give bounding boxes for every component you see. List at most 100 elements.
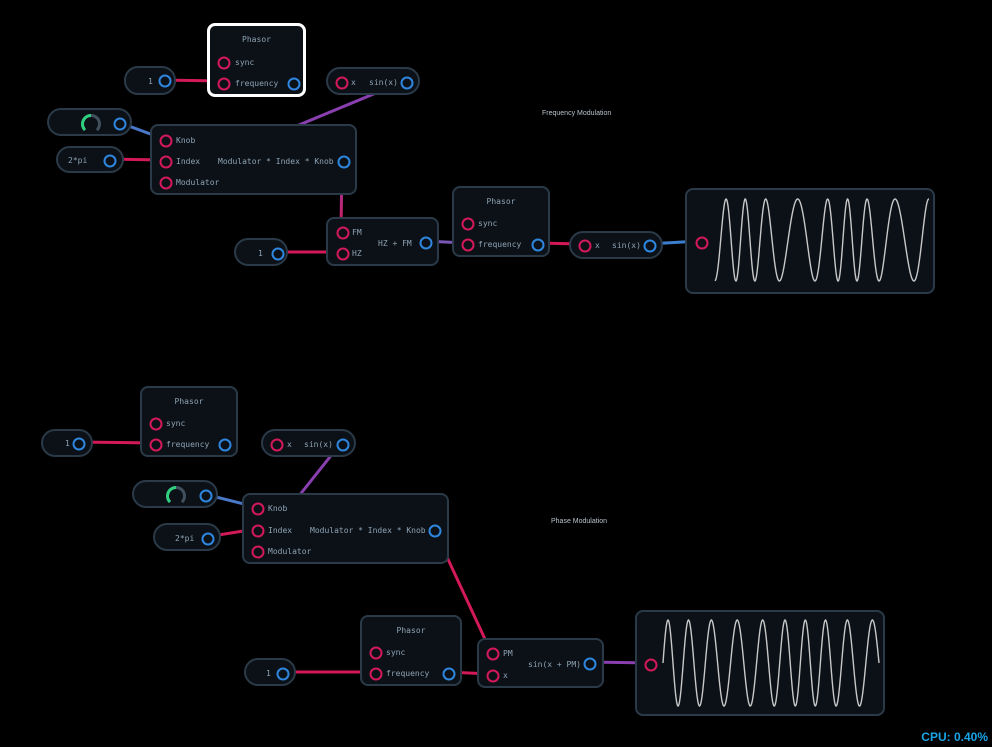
pm-waveform (662, 618, 880, 707)
constant-node[interactable]: 1 (41, 429, 93, 457)
output-port[interactable] (337, 155, 351, 169)
constant-node[interactable]: 1 (244, 658, 296, 686)
oscilloscope-node[interactable] (635, 610, 885, 716)
modulator-input-port[interactable] (251, 545, 265, 559)
output-port[interactable] (271, 247, 285, 261)
port-label: Modulator (268, 547, 312, 556)
output-port[interactable] (103, 154, 117, 168)
sum-node[interactable]: FM HZ HZ + FM (326, 217, 439, 266)
phasor-node[interactable]: Phasor sync frequency (452, 186, 550, 257)
sin-pm-node[interactable]: PM x sin(x + PM) (477, 638, 604, 688)
output-port[interactable] (201, 532, 215, 546)
output-port[interactable] (643, 239, 657, 253)
knob-node[interactable] (132, 480, 218, 508)
port-label: x (287, 440, 292, 449)
signal-input-port[interactable] (644, 658, 658, 672)
x-input-port[interactable] (486, 669, 500, 683)
knob-input-port[interactable] (159, 134, 173, 148)
phasor-node[interactable]: Phasor sync frequency (140, 386, 238, 457)
output-port[interactable] (199, 489, 213, 503)
signal-input-port[interactable] (695, 236, 709, 250)
x-input-port[interactable] (578, 239, 592, 253)
fm-input-port[interactable] (336, 226, 350, 240)
sin-node[interactable]: x sin(x) (261, 429, 356, 457)
sync-input-port[interactable] (217, 56, 231, 70)
constant-value: 1 (148, 77, 153, 86)
node-title: Phasor (174, 397, 204, 406)
port-label: PM (503, 649, 513, 658)
output-label: sin(x) (304, 440, 333, 449)
output-label: sin(x) (369, 78, 398, 87)
multiply-node[interactable]: Knob Index Modulator Modulator * Index *… (242, 493, 449, 564)
port-label: Index (176, 157, 201, 166)
knob-icon[interactable] (80, 113, 102, 135)
output-label: Modulator * Index * Knob (310, 526, 426, 535)
pm-input-port[interactable] (486, 647, 500, 661)
sin-node[interactable]: x sin(x) (569, 231, 663, 259)
port-label: HZ (352, 249, 362, 258)
frequency-input-port[interactable] (217, 77, 231, 91)
waveform-display (662, 618, 880, 707)
frequency-input-port[interactable] (461, 238, 475, 252)
node-title: Phasor (486, 197, 516, 206)
multiply-node[interactable]: Knob Index Modulator Modulator * Index *… (150, 124, 357, 195)
sync-input-port[interactable] (369, 646, 383, 660)
constant-node[interactable]: 2*pi (153, 523, 221, 551)
output-port[interactable] (442, 667, 456, 681)
phasor-node[interactable]: Phasor sync frequency (207, 23, 306, 97)
output-port[interactable] (583, 657, 597, 671)
port-label: sync (478, 219, 498, 228)
waveform-display (714, 197, 929, 283)
node-title: Phasor (242, 35, 271, 44)
port-label: x (351, 78, 356, 87)
sync-input-port[interactable] (149, 417, 163, 431)
output-port[interactable] (276, 667, 290, 681)
phasor-node[interactable]: Phasor sync frequency (360, 615, 462, 686)
port-label: sync (235, 58, 255, 67)
output-port[interactable] (287, 77, 301, 91)
output-port[interactable] (419, 236, 433, 250)
x-input-port[interactable] (335, 76, 349, 90)
port-label: frequency (166, 440, 210, 449)
frequency-input-port[interactable] (149, 438, 163, 452)
constant-node[interactable]: 2*pi (56, 146, 124, 173)
output-port[interactable] (72, 437, 86, 451)
output-port[interactable] (158, 74, 172, 88)
hz-input-port[interactable] (336, 247, 350, 261)
output-port[interactable] (218, 438, 232, 452)
frequency-input-port[interactable] (369, 667, 383, 681)
constant-node[interactable]: 1 (124, 66, 176, 95)
oscilloscope-node[interactable] (685, 188, 935, 294)
output-port[interactable] (113, 117, 127, 131)
sin-node[interactable]: x sin(x) (326, 67, 420, 95)
node-title: Phasor (396, 626, 426, 635)
port-label: frequency (386, 669, 430, 678)
phase-modulation-caption: Phase Modulation (551, 518, 608, 525)
port-label: x (595, 241, 600, 250)
port-label: x (503, 671, 508, 680)
knob-input-port[interactable] (251, 502, 265, 516)
port-label: frequency (235, 79, 279, 88)
x-input-port[interactable] (270, 438, 284, 452)
output-label: Modulator * Index * Knob (218, 157, 334, 166)
modulator-input-port[interactable] (159, 176, 173, 190)
port-label: frequency (478, 240, 522, 249)
output-port[interactable] (336, 438, 350, 452)
sync-input-port[interactable] (461, 217, 475, 231)
output-port[interactable] (531, 238, 545, 252)
port-label: Knob (176, 136, 196, 145)
constant-value: 1 (258, 249, 263, 258)
output-port[interactable] (400, 76, 414, 90)
port-label: Modulator (176, 178, 220, 187)
frequency-modulation-caption: Frequency Modulation (542, 110, 612, 117)
constant-node[interactable]: 1 (234, 238, 288, 266)
output-label: sin(x) (612, 241, 641, 250)
output-port[interactable] (428, 524, 442, 538)
knob-icon[interactable] (165, 485, 187, 507)
output-label: HZ + FM (378, 239, 412, 248)
index-input-port[interactable] (159, 155, 173, 169)
knob-node[interactable] (47, 108, 132, 136)
index-input-port[interactable] (251, 524, 265, 538)
constant-value: 1 (65, 439, 70, 448)
output-label: sin(x + PM) (528, 660, 581, 669)
